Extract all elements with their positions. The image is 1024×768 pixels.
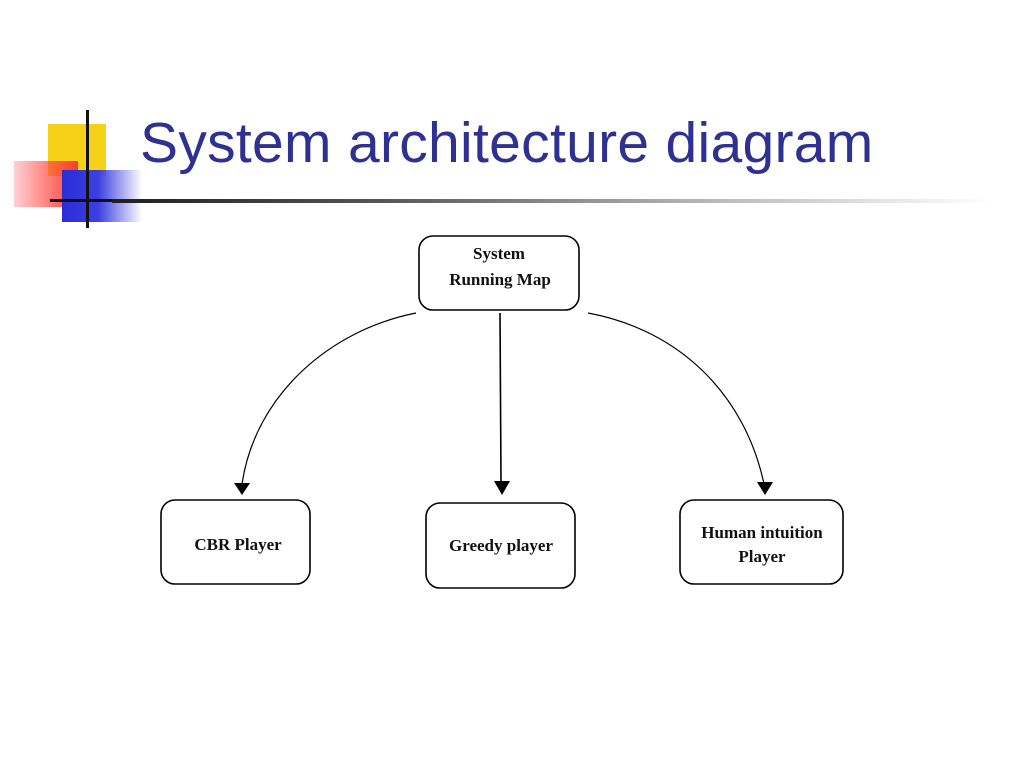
node-human-line-2: Player: [738, 547, 786, 566]
node-greedy-player: Greedy player: [425, 502, 576, 589]
arrowhead-human: [757, 482, 773, 495]
node-root-line-2: Running Map: [449, 270, 551, 289]
node-box-greedy: [425, 502, 576, 589]
edge-root-to-human: [587, 312, 765, 485]
node-human-line-1: Human intuition: [701, 523, 823, 542]
node-cbr-player: CBR Player: [160, 499, 311, 585]
node-human-intuition-player: Human intuition Player: [679, 499, 844, 585]
node-greedy-line-1: Greedy player: [449, 536, 553, 555]
node-root-line-1: System: [473, 244, 525, 263]
node-box-cbr: [160, 499, 311, 585]
edge-root-to-greedy: [499, 312, 502, 483]
title-underline-rule: [112, 199, 992, 203]
arrowhead-cbr: [234, 483, 250, 495]
title-bullet-horizontal-line: [50, 199, 120, 202]
arrowhead-greedy: [494, 481, 510, 495]
slide-title: System architecture diagram: [140, 111, 874, 175]
title-bullet-blue-square: [62, 170, 142, 222]
title-bullet-vertical-line: [86, 110, 89, 228]
node-box-human: [679, 499, 844, 585]
node-cbr-line-1: CBR Player: [194, 535, 282, 554]
node-system-running-map: System Running Map: [418, 235, 580, 311]
edge-root-to-cbr: [241, 312, 417, 485]
node-box-root: [418, 235, 580, 311]
